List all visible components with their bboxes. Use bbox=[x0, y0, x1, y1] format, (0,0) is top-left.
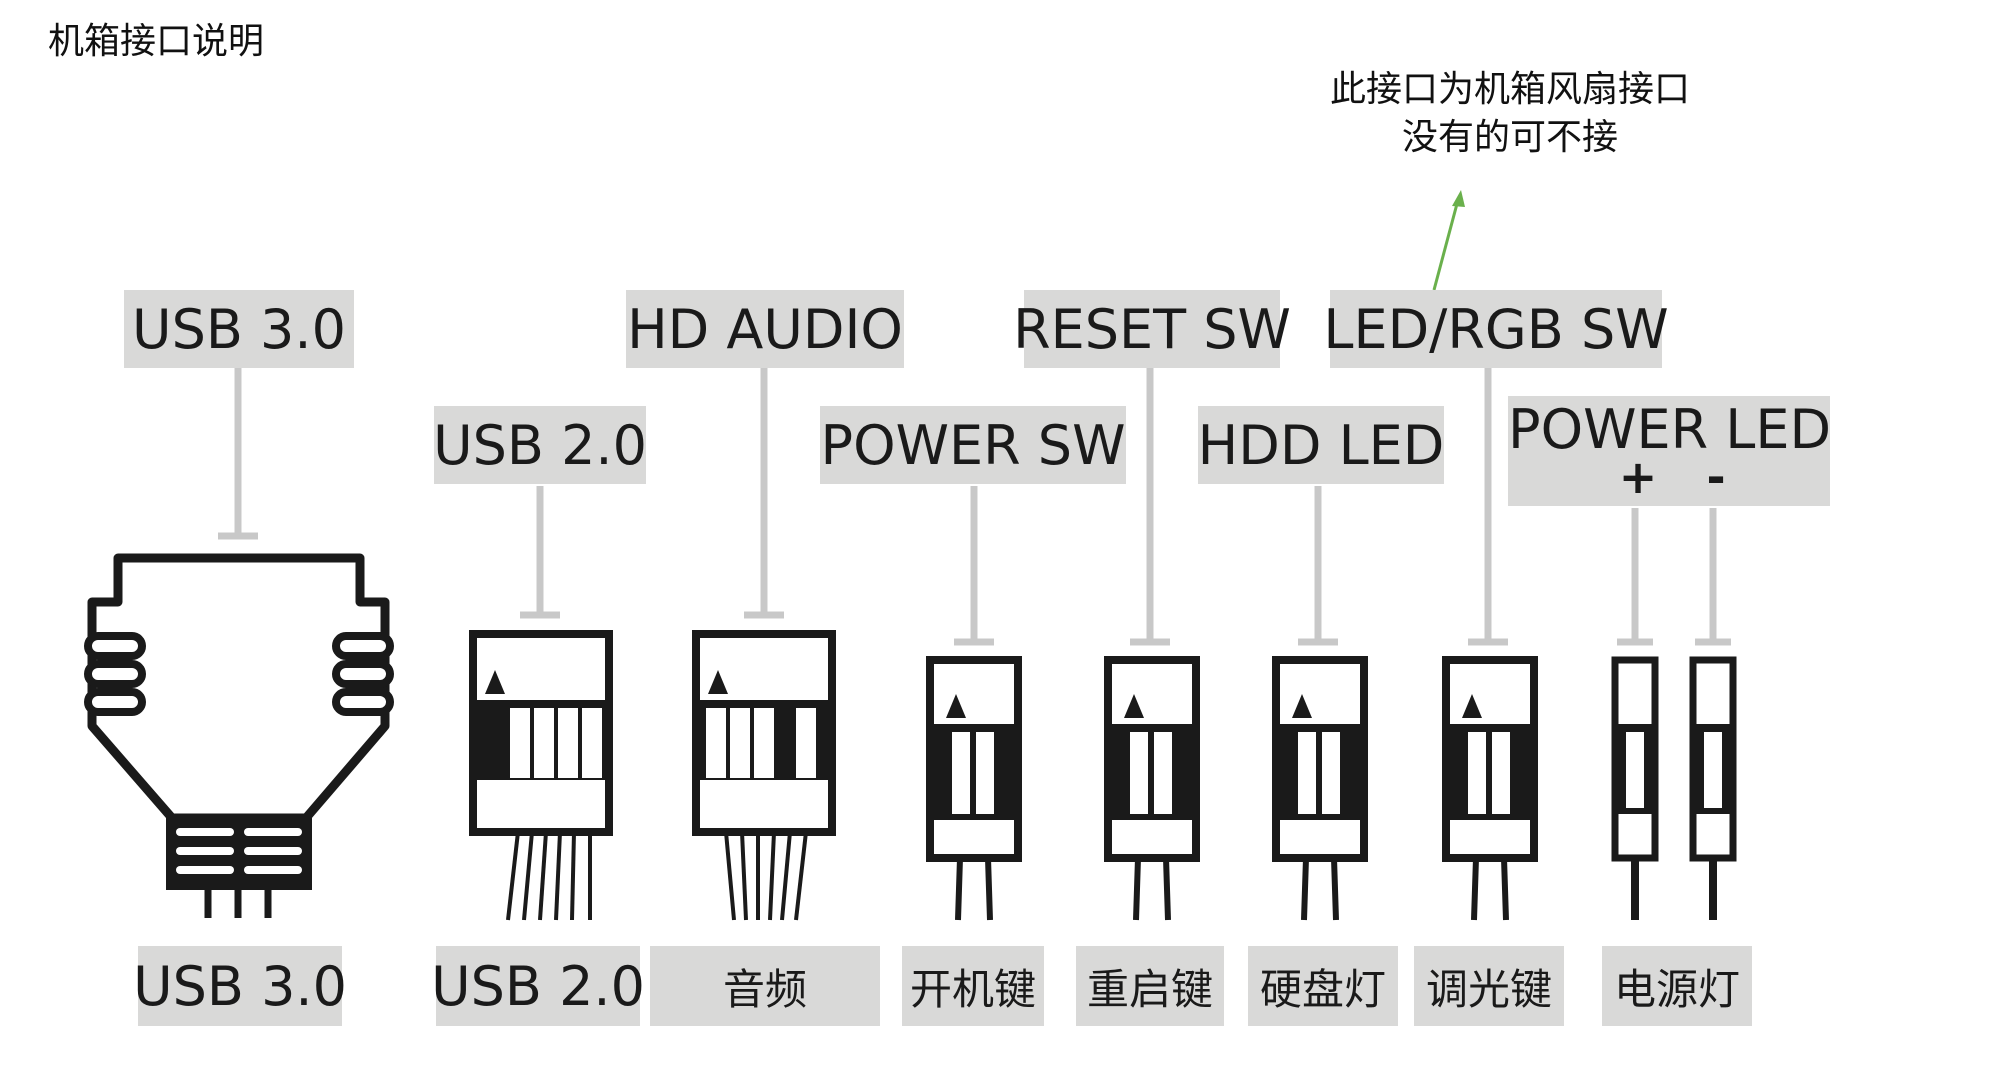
label-reset-key: 重启键 bbox=[1076, 946, 1224, 1026]
reset-sw-connector bbox=[1104, 656, 1200, 921]
fan-note: 此接口为机箱风扇接口 没有的可不接 bbox=[1300, 66, 1720, 162]
label-dimmer-key: 调光键 bbox=[1414, 946, 1564, 1026]
label-power-sw: POWER SW bbox=[820, 406, 1126, 484]
led-rgb-sw-connector bbox=[1442, 656, 1538, 921]
label-power-led: POWER LED + - bbox=[1508, 396, 1832, 506]
label-power-led-title: POWER LED bbox=[1508, 398, 1832, 461]
label-hdd-light: 硬盘灯 bbox=[1248, 946, 1398, 1026]
hdd-led-connector bbox=[1272, 656, 1368, 921]
hd-audio-connector bbox=[692, 630, 836, 921]
usb3-connector bbox=[84, 553, 394, 918]
label-hd-audio: HD AUDIO bbox=[626, 290, 904, 368]
label-reset-sw: RESET SW bbox=[1013, 290, 1291, 368]
label-usb3-top: USB 3.0 bbox=[124, 290, 354, 368]
label-audio: 音频 bbox=[650, 946, 880, 1026]
note-arrow bbox=[1432, 190, 1465, 291]
power-led-minus-connector bbox=[1689, 656, 1737, 920]
power-sw-connector bbox=[926, 656, 1022, 921]
power-led-plus-connector bbox=[1611, 656, 1659, 920]
label-usb2-bottom: USB 2.0 bbox=[431, 946, 645, 1026]
label-hdd-led: HDD LED bbox=[1198, 406, 1444, 484]
label-power-key: 开机键 bbox=[902, 946, 1044, 1026]
label-usb3-bottom: USB 3.0 bbox=[133, 946, 347, 1026]
page-title: 机箱接口说明 bbox=[48, 21, 265, 62]
label-usb2-top: USB 2.0 bbox=[433, 406, 647, 484]
label-power-light: 电源灯 bbox=[1602, 946, 1752, 1026]
label-led-rgb-sw: LED/RGB SW bbox=[1323, 290, 1669, 368]
fan-note-line2: 没有的可不接 bbox=[1401, 117, 1618, 158]
usb2-connector bbox=[469, 630, 613, 921]
label-power-led-plus: + bbox=[1618, 450, 1658, 504]
fan-note-line1: 此接口为机箱风扇接口 bbox=[1329, 69, 1690, 110]
leader-lines bbox=[218, 368, 1731, 646]
label-power-led-minus: - bbox=[1706, 450, 1726, 504]
